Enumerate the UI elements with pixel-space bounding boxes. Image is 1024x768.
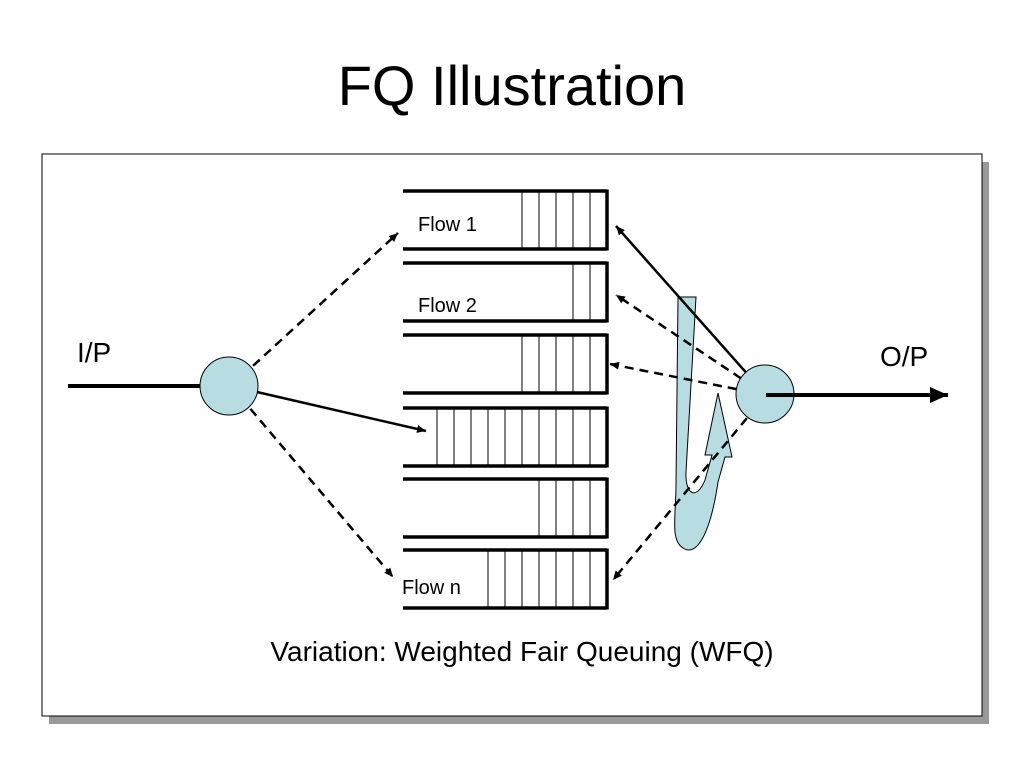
queue-2: Flow 2	[403, 261, 609, 323]
classifier-to-flow-1-arrow	[230, 232, 399, 387]
output-label: O/P	[880, 341, 928, 372]
queue-label: Flow 1	[418, 214, 477, 236]
queue-6: Flow n	[402, 548, 609, 610]
classifier-to-flow-4-arrow	[230, 384, 427, 433]
diagram-caption: Variation: Weighted Fair Queuing (WFQ)	[270, 636, 773, 667]
input-label: I/P	[77, 337, 111, 368]
queue-label: Flow 2	[418, 295, 477, 317]
queue-4	[403, 406, 609, 468]
round-robin-arrow	[674, 296, 733, 551]
queues: Flow 1 Flow 2 Flow n	[402, 189, 609, 610]
diagram-frame	[41, 153, 983, 717]
queue-1: Flow 1	[403, 189, 609, 251]
queue-3	[403, 333, 609, 395]
slide-title: FQ Illustration	[337, 54, 687, 117]
scheduler-to-flow-n-arrow	[612, 394, 767, 581]
classifier-node	[199, 356, 259, 416]
scheduler-to-flow-3-arrow	[609, 361, 767, 397]
queue-label: Flow n	[402, 577, 461, 599]
classifier-to-flow-n-arrow	[230, 385, 394, 578]
queue-5	[403, 477, 609, 539]
scheduler-to-flow-1-arrow	[615, 225, 767, 396]
